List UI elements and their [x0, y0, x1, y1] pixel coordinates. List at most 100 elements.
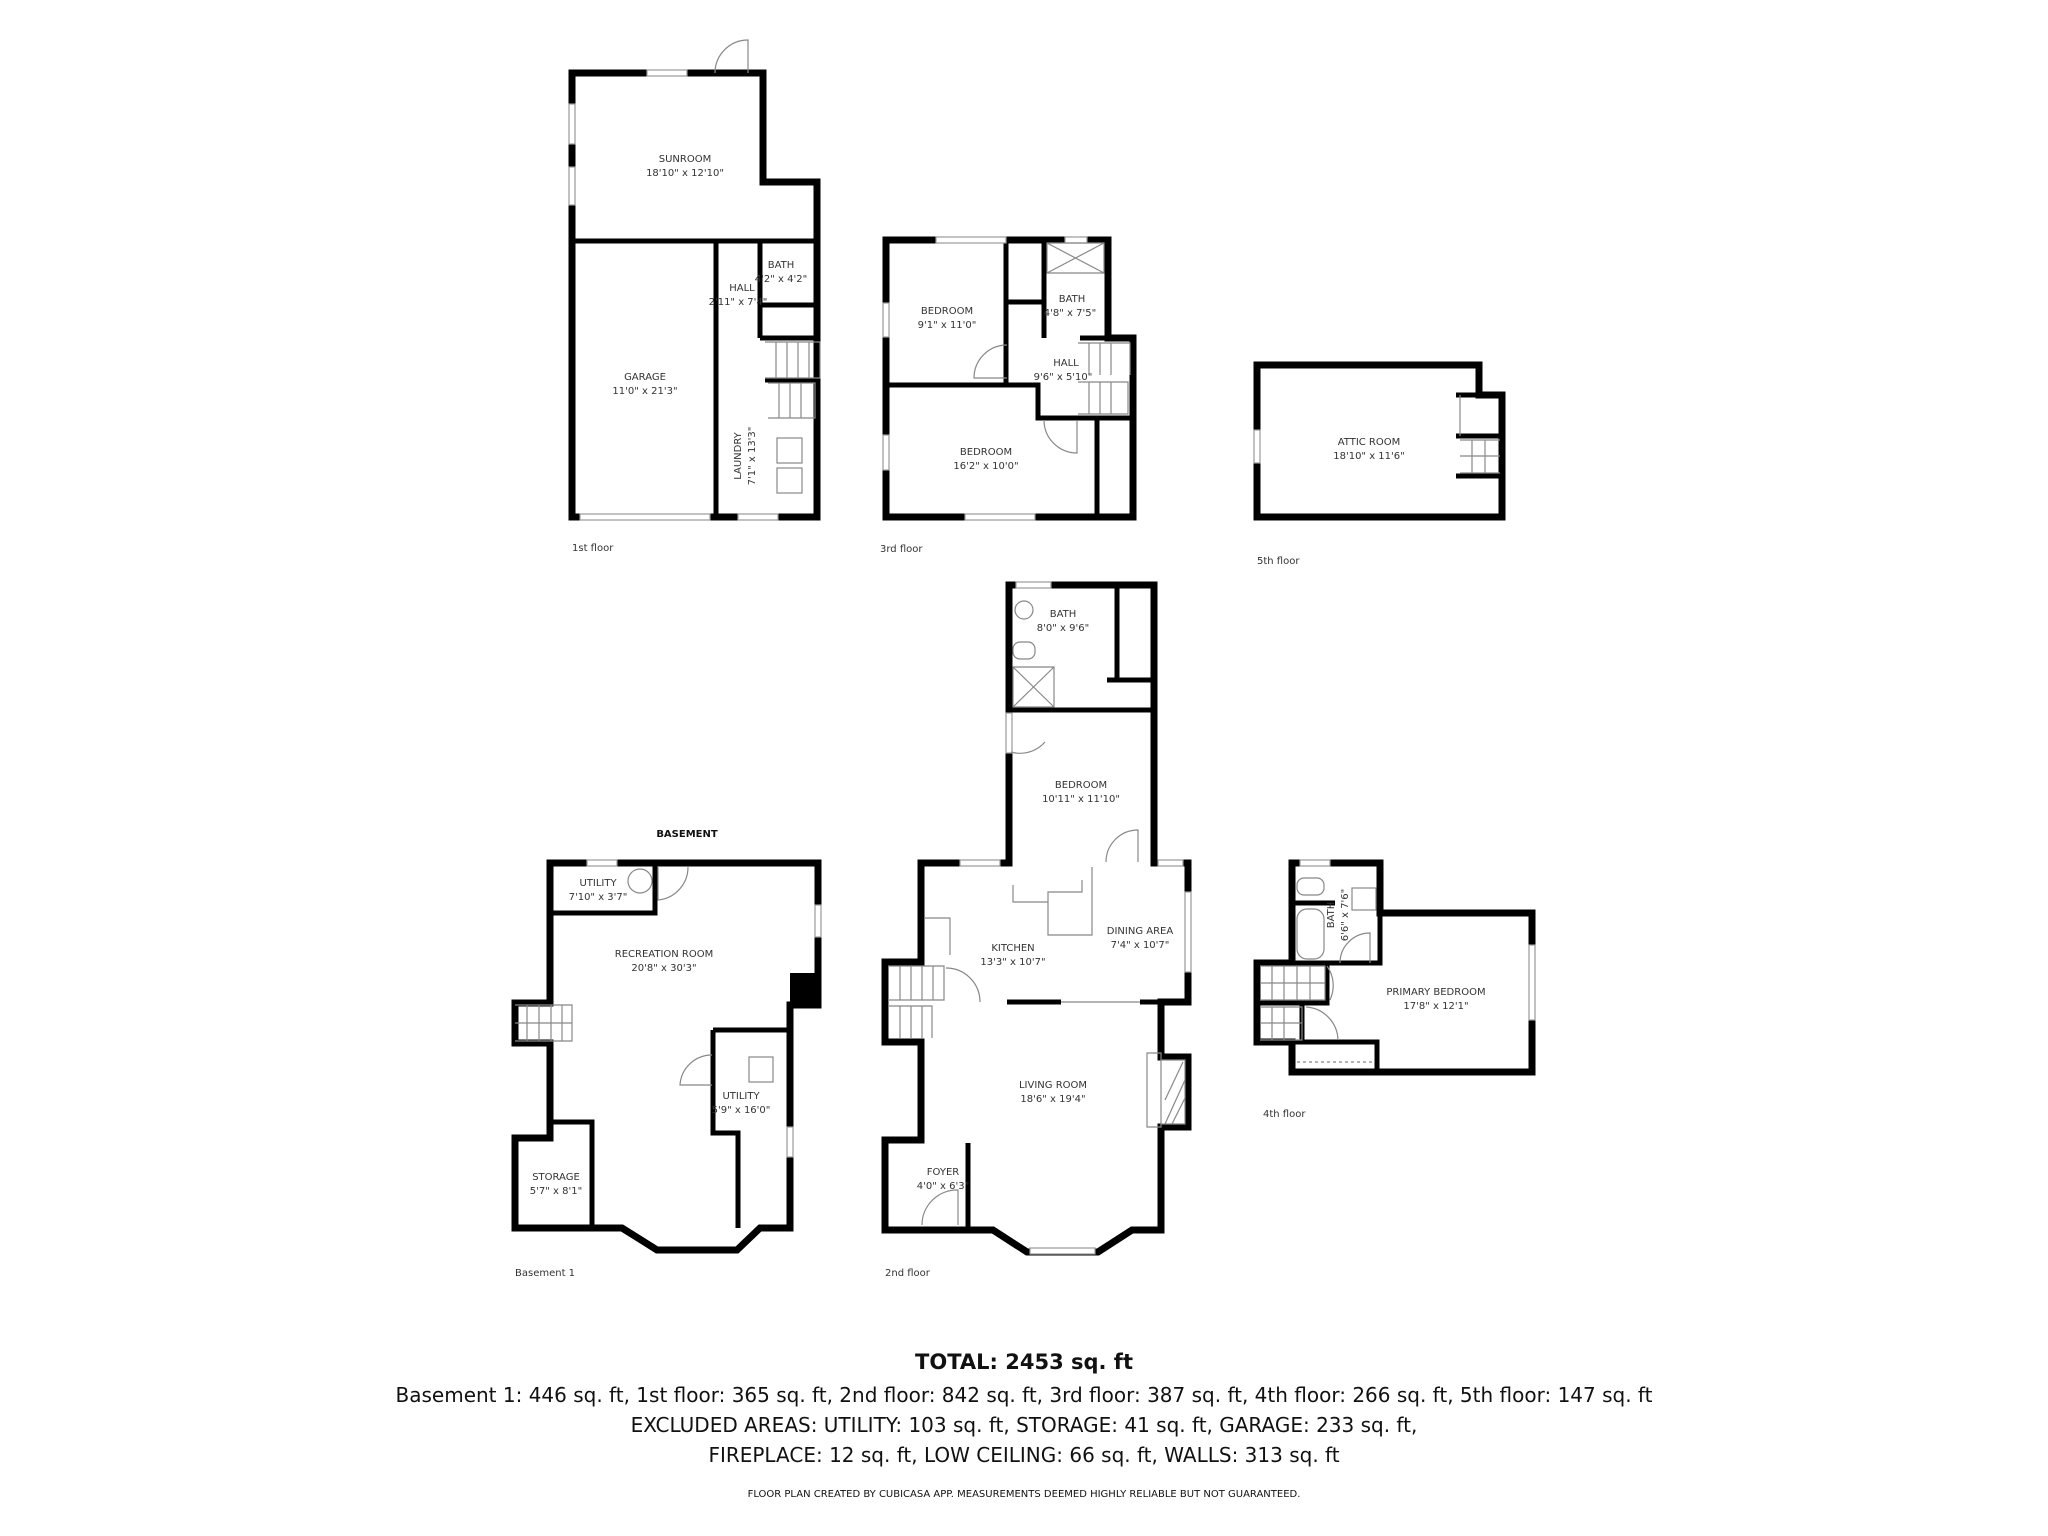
floor-label: 5th floor: [1257, 556, 1300, 567]
door-swing: [1305, 1006, 1339, 1041]
stairs: [1260, 965, 1326, 1041]
room-name: BEDROOM: [921, 306, 973, 317]
room-name: UTILITY: [579, 878, 617, 889]
floor-4th-outline: [1253, 859, 1536, 1076]
room-dims: 18'6" x 19'4": [1020, 1094, 1085, 1105]
room-dims: 2'11" x 7'4": [709, 297, 768, 308]
window: [1157, 859, 1184, 867]
room-name: BATH: [1059, 294, 1086, 305]
excluded-areas-2: FIREPLACE: 12 sq. ft, LOW CEILING: 66 sq…: [708, 1443, 1340, 1467]
floor-5th: ATTIC ROOM 18'10" x 11'6" 5th floor: [1253, 361, 1506, 567]
room-dims: 20'8" x 30'3": [631, 963, 696, 974]
room-dims: 4'2" x 4'2": [755, 274, 807, 285]
room-dims: 17'8" x 12'1": [1403, 1001, 1468, 1012]
room-dims: 7'4" x 10'7": [1111, 940, 1170, 951]
floor-label: Basement 1: [515, 1268, 575, 1279]
door-swing: [921, 1189, 959, 1226]
floor-1st-outline: [568, 69, 821, 521]
room-dims: 11'0" x 21'3": [612, 386, 677, 397]
door-swing: [1339, 932, 1371, 964]
room-name: BEDROOM: [960, 447, 1012, 458]
room-name: PRIMARY BEDROOM: [1386, 987, 1485, 998]
window: [646, 69, 688, 77]
sink-icon: [1351, 887, 1377, 911]
room-name: HALL: [1053, 358, 1079, 369]
door-swing: [945, 967, 981, 1003]
room-name: LAUNDRY: [733, 431, 744, 479]
washer-icon: [776, 437, 803, 464]
room-name: LIVING ROOM: [1019, 1080, 1087, 1091]
floor-basement: BASEMENT UTILITY 7'10" x 3'7" RECREATION…: [511, 829, 822, 1279]
door-swing: [973, 344, 1008, 379]
room-dims: 9'6" x 5'10": [1034, 372, 1093, 383]
window: [1005, 712, 1013, 754]
floor-areas: Basement 1: 446 sq. ft, 1st floor: 365 s…: [395, 1383, 1653, 1407]
window: [568, 103, 576, 145]
room-dims: 9'1" x 11'0": [918, 320, 977, 331]
room-dims: 8'0" x 9'6": [1037, 623, 1089, 634]
room-name: DINING AREA: [1107, 926, 1174, 937]
floor-3rd-interior-walls: [886, 240, 1133, 517]
floor-3rd: BEDROOM 9'1" x 11'0" BATH 4'8" x 7'5" HA…: [880, 236, 1137, 555]
room-dims: 18'10" x 12'10": [646, 168, 724, 179]
room-dims: 5'7" x 8'1": [530, 1186, 582, 1197]
room-dims: 4'0" x 6'3": [917, 1181, 969, 1192]
shower-icon: [1012, 666, 1055, 708]
room-dims: 13'3" x 10'7": [980, 957, 1045, 968]
room-name: BATH: [1326, 902, 1337, 929]
window: [586, 859, 618, 867]
floor-1st-interior-walls: [572, 238, 817, 517]
room-name: BATH: [1050, 609, 1077, 620]
chimney-block: [790, 973, 818, 1005]
room-dims: 16'2" x 10'0": [953, 461, 1018, 472]
door-swing: [1043, 419, 1078, 454]
door-swing: [714, 39, 749, 74]
room-name: BEDROOM: [1055, 780, 1107, 791]
window: [882, 302, 890, 338]
window: [882, 434, 890, 471]
room-name: ATTIC ROOM: [1338, 437, 1401, 448]
room-name: RECREATION ROOM: [615, 949, 714, 960]
dryer-icon: [776, 467, 803, 494]
toilet-icon: [1296, 877, 1325, 896]
room-dims: 4'8" x 7'5": [1044, 308, 1096, 319]
window: [1064, 236, 1088, 244]
stairs: [765, 341, 821, 419]
stairs: [888, 965, 945, 1038]
window: [786, 1126, 794, 1158]
room-name: GARAGE: [624, 372, 666, 383]
stairs: [1078, 342, 1131, 415]
room-dims: 10'11" x 11'10": [1042, 794, 1120, 805]
room-dims: 7'10" x 3'7": [569, 892, 628, 903]
room-name: STORAGE: [532, 1172, 580, 1183]
window: [737, 513, 779, 521]
door-swing: [1010, 741, 1046, 754]
floor-4th-interior-walls: [1257, 900, 1383, 1072]
door-swing: [657, 866, 689, 901]
total-area: TOTAL: 2453 sq. ft: [915, 1350, 1133, 1374]
window: [1184, 891, 1192, 973]
stairs: [515, 1004, 573, 1042]
window: [1015, 581, 1052, 589]
floor-2nd-outline: [881, 581, 1192, 1256]
sink-icon: [1014, 600, 1034, 620]
garage-door: [579, 513, 711, 521]
furnace-icon: [748, 1056, 774, 1083]
room-name: SUNROOM: [659, 154, 711, 165]
window: [568, 166, 576, 206]
shower-icon: [1046, 242, 1105, 274]
floor-label: 2nd floor: [885, 1268, 931, 1279]
door-swing: [1326, 965, 1334, 1001]
room-dims: 18'10" x 11'6": [1333, 451, 1405, 462]
disclaimer: FLOOR PLAN CREATED BY CUBICASA APP. MEAS…: [747, 1489, 1301, 1500]
room-dims: 5'9" x 16'0": [712, 1105, 771, 1116]
window: [1029, 1247, 1096, 1255]
room-name: FOYER: [927, 1167, 960, 1178]
window: [1528, 944, 1536, 1021]
basement-title: BASEMENT: [656, 829, 718, 840]
fireplace-hatch: [1146, 1052, 1186, 1128]
window: [814, 904, 822, 938]
floor-label: 1st floor: [572, 543, 614, 554]
window: [964, 513, 1036, 521]
